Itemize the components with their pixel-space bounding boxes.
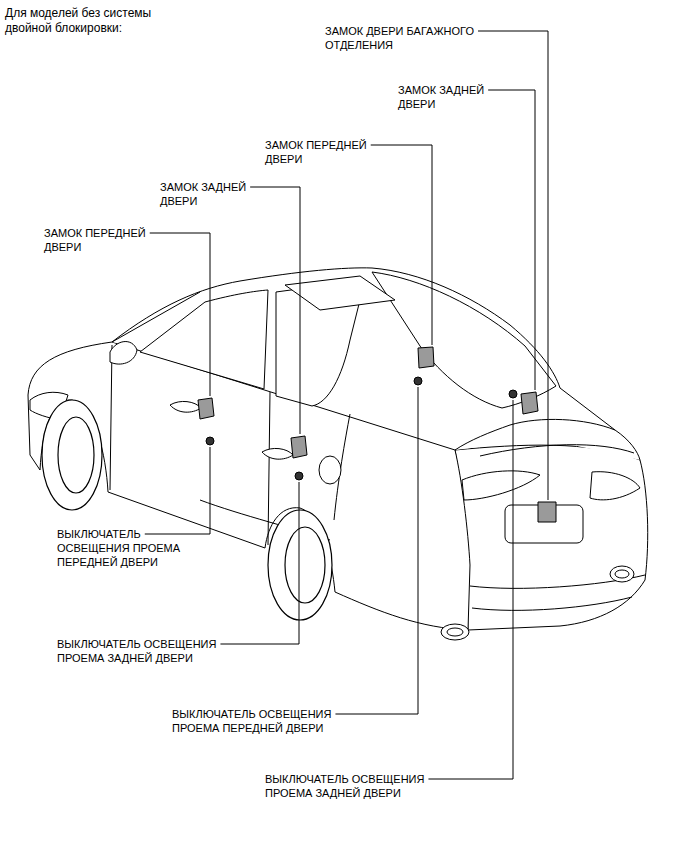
exhaust-pipe — [610, 566, 634, 582]
part-label: ВЫКЛЮЧАТЕЛЬ ОСВЕЩЕНИЯ ПРОЕМА ЗАДНЕЙ ДВЕР… — [265, 773, 445, 801]
door-lock — [198, 398, 214, 419]
leader-line — [220, 482, 299, 644]
courtesy-switch — [206, 377, 517, 480]
wheel — [42, 400, 102, 510]
leader-line — [250, 187, 300, 434]
car-body — [480, 445, 634, 456]
car-body — [372, 272, 556, 408]
car-body — [110, 342, 137, 365]
leader-line — [371, 145, 432, 345]
door-lock — [538, 502, 556, 522]
wheel — [285, 527, 325, 603]
part-label: ВЫКЛЮЧАТЕЛЬ ОСВЕЩЕНИЯ ПРОЕМА ПЕРЕДНЕЙ ДВ… — [172, 708, 352, 736]
leader-line — [145, 447, 210, 534]
part-label: ЗАМОК ПЕРЕДНЕЙ ДВЕРИ — [44, 227, 174, 255]
part-label: ВЫКЛЮЧАТЕЛЬ ОСВЕЩЕНИЯ ПРОЕМА ПЕРЕДНЕЙ ДВ… — [57, 528, 192, 569]
wheel — [42, 400, 332, 620]
car-body — [472, 597, 632, 610]
car-body — [462, 471, 540, 500]
part-label: ЗАМОК ДВЕРИ БАГАЖНОГО ОТДЕЛЕНИЯ — [325, 25, 525, 53]
exhaust-pipe — [447, 628, 463, 636]
courtesy-switch — [509, 390, 517, 398]
wheel — [58, 417, 94, 493]
car-body — [110, 345, 112, 490]
note-title: Для моделей без системы двойной блокиров… — [5, 6, 175, 36]
car-body — [262, 448, 293, 459]
car-body — [28, 268, 648, 630]
leader-line — [145, 31, 548, 779]
wheel — [268, 510, 332, 620]
part-label: ЗАМОК ЗАДНЕЙ ДВЕРИ — [160, 181, 275, 209]
car-body — [319, 456, 341, 484]
part-label: ЗАМОК ЗАДНЕЙ ДВЕРИ — [398, 84, 513, 112]
door-lock — [198, 347, 556, 522]
door-lock — [291, 436, 307, 458]
part-label: ВЫКЛЮЧАТЕЛЬ ОСВЕЩЕНИЯ ПРОЕМА ЗАДНЕЙ ДВЕР… — [57, 638, 237, 666]
leader-line — [428, 400, 513, 779]
car-body — [455, 445, 648, 630]
door-lock — [521, 392, 538, 414]
exhaust-pipe — [441, 566, 634, 640]
courtesy-switch — [295, 472, 303, 480]
door-lock — [418, 347, 434, 368]
exhaust-pipe — [441, 624, 469, 640]
car-body — [590, 472, 640, 500]
car-body — [140, 290, 268, 389]
leader-line — [488, 90, 535, 390]
leader-line — [150, 233, 210, 396]
car-body — [170, 401, 201, 412]
courtesy-switch — [206, 437, 214, 445]
car-body — [112, 268, 640, 460]
courtesy-switch — [414, 377, 422, 385]
exhaust-pipe — [615, 570, 629, 578]
leader-line — [335, 387, 418, 714]
part-label: ЗАМОК ПЕРЕДНЕЙ ДВЕРИ — [265, 139, 395, 167]
car-body — [285, 276, 395, 310]
